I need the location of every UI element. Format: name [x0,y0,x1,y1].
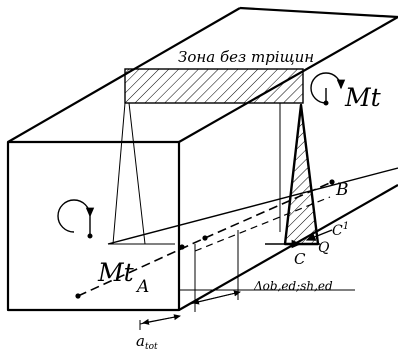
point-mid-dot-1 [179,244,185,250]
delta-label: Δob,ed;sh,ed [253,279,333,293]
dashed-axis-parallel [194,196,331,252]
zone-label: Зона без тріщин [178,48,314,66]
point-a-label: A [135,277,149,297]
point-mid-dot-2 [202,235,208,241]
delta-dim-line-back [192,291,241,305]
moment-pin-bottom [87,233,93,239]
atot-dim-line-back [142,315,181,325]
atot-dimension [139,290,241,330]
force-arrows [265,229,333,249]
arrow-c1 [305,229,333,241]
point-a-dot [75,293,81,299]
top-left-edge [7,7,241,143]
dashed-axis-rear [204,181,333,239]
moment-symbol-bottom [57,199,95,239]
moment-symbol-top [310,72,346,106]
uncracked-zone [124,68,304,104]
strut-triangle [283,103,320,246]
atot-main: a [136,332,145,350]
front-face [6,140,181,312]
uncracked-zone-hatch [124,68,304,104]
point-q-label: Q [318,240,330,256]
moment-arc-bottom [57,199,95,233]
moment-pin-top [323,100,329,106]
bottom-right-edge [178,184,398,311]
axis-a-b [75,179,335,299]
point-b-label: B [335,180,349,200]
atot-sub: tot [145,342,158,352]
moment-label-bottom: Mt [97,258,135,287]
point-c1-label: C1 [332,221,349,239]
moment-arc-top [310,72,346,104]
top-back-edge [239,6,398,19]
point-c1-main: C [332,223,343,239]
point-c1-sup: 1 [343,221,349,232]
compression-strut [283,103,320,246]
moment-label-top: Mt [344,83,382,112]
point-c-label: C [294,250,306,268]
left-tension-line [112,102,146,245]
atot-label: atot [136,332,158,352]
point-b-dot [329,179,335,185]
hidden-bottom-edge [107,167,398,245]
